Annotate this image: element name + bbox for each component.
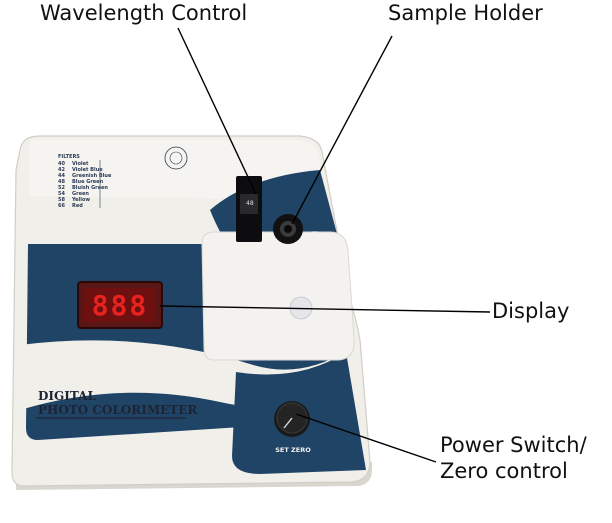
raised-block [201, 231, 355, 361]
filter-name: Violet Blue [72, 167, 103, 173]
display-readout: 888 [92, 289, 149, 322]
filter-code: 44 [58, 173, 65, 179]
filter-code: 42 [58, 167, 65, 173]
display-window [84, 288, 156, 322]
device-name-line2: PHOTO COLORIMETER [38, 403, 198, 417]
device-name-line1: DIGITAL [38, 389, 96, 403]
wavelength-slider-knob[interactable] [240, 194, 258, 214]
filter-code: 58 [58, 197, 65, 203]
filter-code: 48 [58, 179, 65, 185]
wavelength-leader-line [177, 27, 257, 195]
filter-code: 66 [58, 203, 65, 209]
filter-name: Blue Green [72, 179, 104, 185]
filter-name: Greenish Blue [72, 173, 112, 179]
filter-name: Bluish Green [72, 185, 108, 191]
filter-code: 52 [58, 185, 65, 191]
display-label: Display [492, 299, 570, 323]
wavelength-control-label: Wavelength Control [40, 1, 248, 25]
set-zero-knob-pointer [283, 417, 293, 429]
filter-name: Red [72, 203, 83, 209]
power-switch-label-line1: Power Switch/ [440, 433, 587, 457]
filter-code: 40 [58, 161, 65, 167]
wavelength-slider-value: 48 [246, 200, 254, 207]
filter-name: Green [72, 191, 89, 197]
filter-code: 54 [58, 191, 65, 197]
display-leader-line [159, 305, 491, 313]
filter-name: Violet [72, 161, 89, 167]
logo [164, 146, 188, 170]
power-switch-label: Power Switch/ Zero control [440, 432, 587, 484]
filters-title: FILTERS [58, 154, 80, 160]
sample-holder-leader-line [291, 35, 393, 225]
power-leader-line [295, 413, 437, 463]
filter-name: Yellow [71, 197, 90, 203]
sample-holder-label: Sample Holder [388, 1, 543, 25]
sample-holder-hole [284, 225, 292, 233]
power-switch-label-line2: Zero control [440, 459, 568, 483]
logo-inner [169, 151, 183, 165]
set-zero-label: SET ZERO [275, 446, 311, 454]
